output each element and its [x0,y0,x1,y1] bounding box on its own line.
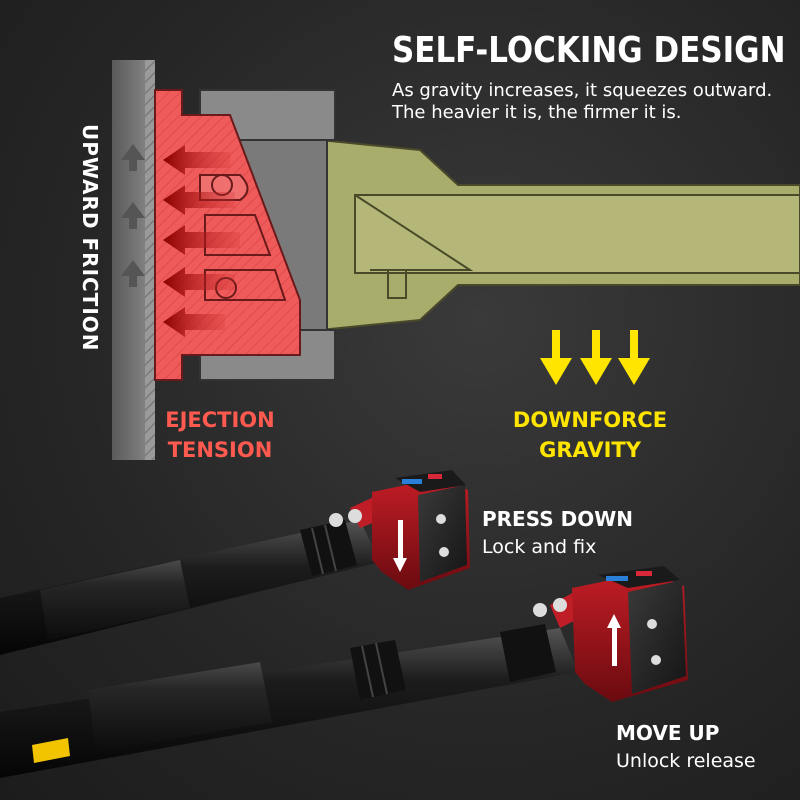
arrow-down-icon [618,330,650,385]
upward-friction-label: UPWARD FRICTION [78,124,102,352]
ejection-line-2: TENSION [167,438,273,462]
arrow-left-icon [163,307,225,337]
arrow-up-icon [121,202,145,229]
arrow-left-icon [163,267,235,297]
subtitle-line-1: As gravity increases, it squeezes outwar… [392,80,773,101]
press-down-subtitle: Lock and fix [482,536,597,558]
downforce-line-1: DOWNFORCE [512,408,668,432]
arrow-up-icon [121,144,145,171]
downforce-gravity-label: DOWNFORCE GRAVITY [500,405,680,465]
move-up-title: MOVE UP [616,721,720,745]
arrow-left-icon [163,225,240,255]
pullup-bar-lower [0,566,688,778]
arrow-up-icon [121,260,145,287]
bar-sticker [32,738,70,763]
arrow-left-icon [163,185,235,215]
subtitle: As gravity increases, it squeezes outwar… [392,80,792,124]
wall [112,60,155,460]
page-title: SELF-LOCKING DESIGN [392,30,786,71]
downforce-arrows [540,330,650,385]
ejection-tension-label: EJECTION TENSION [150,405,290,465]
downforce-line-2: GRAVITY [539,438,641,462]
press-down-title: PRESS DOWN [482,507,633,531]
upward-arrows [121,144,145,287]
subtitle-line-2: The heavier it is, the firmer it is. [392,102,682,123]
arrow-down-icon [580,330,612,385]
ejection-arrows [163,145,240,337]
move-up-subtitle: Unlock release [616,750,756,772]
arrow-down-icon [540,330,572,385]
bar [299,138,800,332]
ejection-line-1: EJECTION [165,408,275,432]
pullup-bar-upper [0,470,470,655]
arrow-left-icon [163,145,230,175]
